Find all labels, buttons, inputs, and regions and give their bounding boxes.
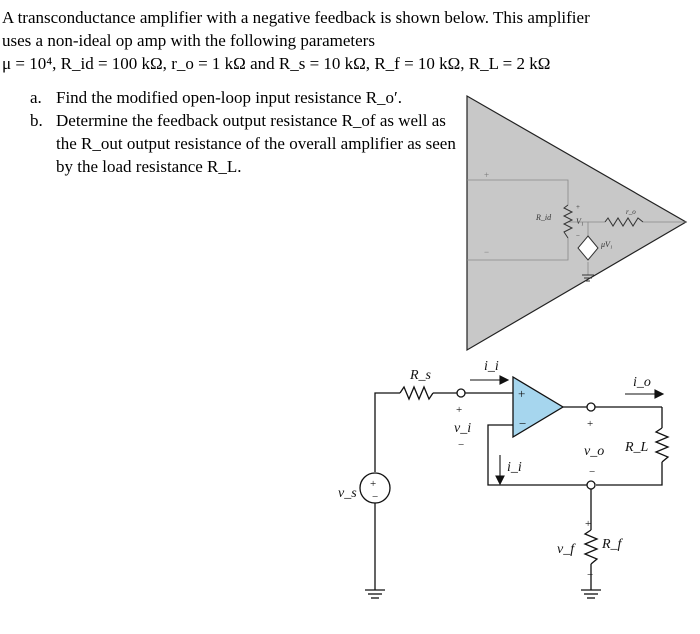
param-ro: r_o = 1 kΩ [171,54,246,73]
part-text: Determine the feedback output resistance… [56,111,456,176]
problem-intro: A transconductance amplifier with a nega… [2,8,590,50]
param-rid: R_id = 100 kΩ, [60,54,167,73]
rs-label: R_s [409,368,432,383]
vs-label: v_s [338,486,357,501]
rl-label: R_L [624,440,649,455]
ro-resistor [604,217,644,227]
rf-label: R_f [601,537,624,552]
part-text: Find the modified open-loop input resist… [56,88,403,107]
v1-plus: + [576,203,580,211]
question-part-a: a. Find the modified open-loop input res… [30,86,470,109]
vo-label: v_o [584,444,604,459]
question-parts: a. Find the modified open-loop input res… [30,86,470,178]
vs-minus: − [372,491,378,503]
rid-label: R_id [535,213,552,222]
part-label: b. [30,111,43,130]
model-minus: − [484,247,489,257]
rl-resistor [654,427,670,463]
parameter-list: μ = 10⁴, R_id = 100 kΩ, r_o = 1 kΩ and R… [2,52,602,75]
vf-minus: − [587,569,593,581]
opamp-plus: + [518,386,525,401]
v1-minus: − [576,232,580,240]
param-rf: R_f = 10 kΩ, [374,54,465,73]
ro-label: r_o [626,208,636,216]
vf-plus: + [585,518,591,530]
vi-plus: + [456,404,462,416]
part-label: a. [30,88,42,107]
v1-label: V₁ [576,217,584,226]
rs-resistor [399,385,434,401]
dependent-source [577,235,599,261]
ii-label: i_i [484,359,499,374]
problem-statement: A transconductance amplifier with a nega… [2,6,602,75]
param-and: and [250,54,275,73]
param-mu: μ = 10⁴, [2,54,57,73]
vi-minus: − [458,439,464,451]
vi-terminal [456,388,466,398]
ii-feedback-label: i_i [507,460,522,475]
current-arrows [470,375,665,486]
io-label: i_o [633,375,651,390]
model-plus: + [484,170,489,180]
opamp-triangle [466,94,688,352]
opamp-minus: − [519,416,526,431]
question-part-b: b. Determine the feedback output resista… [30,109,470,178]
vo-minus: − [589,466,595,478]
vi-label: v_i [454,421,471,436]
param-rl: R_L = 2 kΩ [468,54,551,73]
vo-plus: + [587,418,593,430]
param-rs: R_s = 10 kΩ, [278,54,371,73]
vf-label: v_f [557,542,576,557]
source-label: μV₁ [600,240,613,249]
vs-source [359,472,391,504]
rf-resistor [583,529,599,565]
vs-plus: + [370,478,376,490]
vo-top-terminal [586,402,596,412]
opamp-model: + − R_id + V₁ − r_o μV₁ [466,94,688,352]
rid-resistor [562,204,574,239]
feedback-circuit [374,375,670,590]
opamp-symbol [512,375,565,439]
vo-bottom-terminal [586,480,596,490]
